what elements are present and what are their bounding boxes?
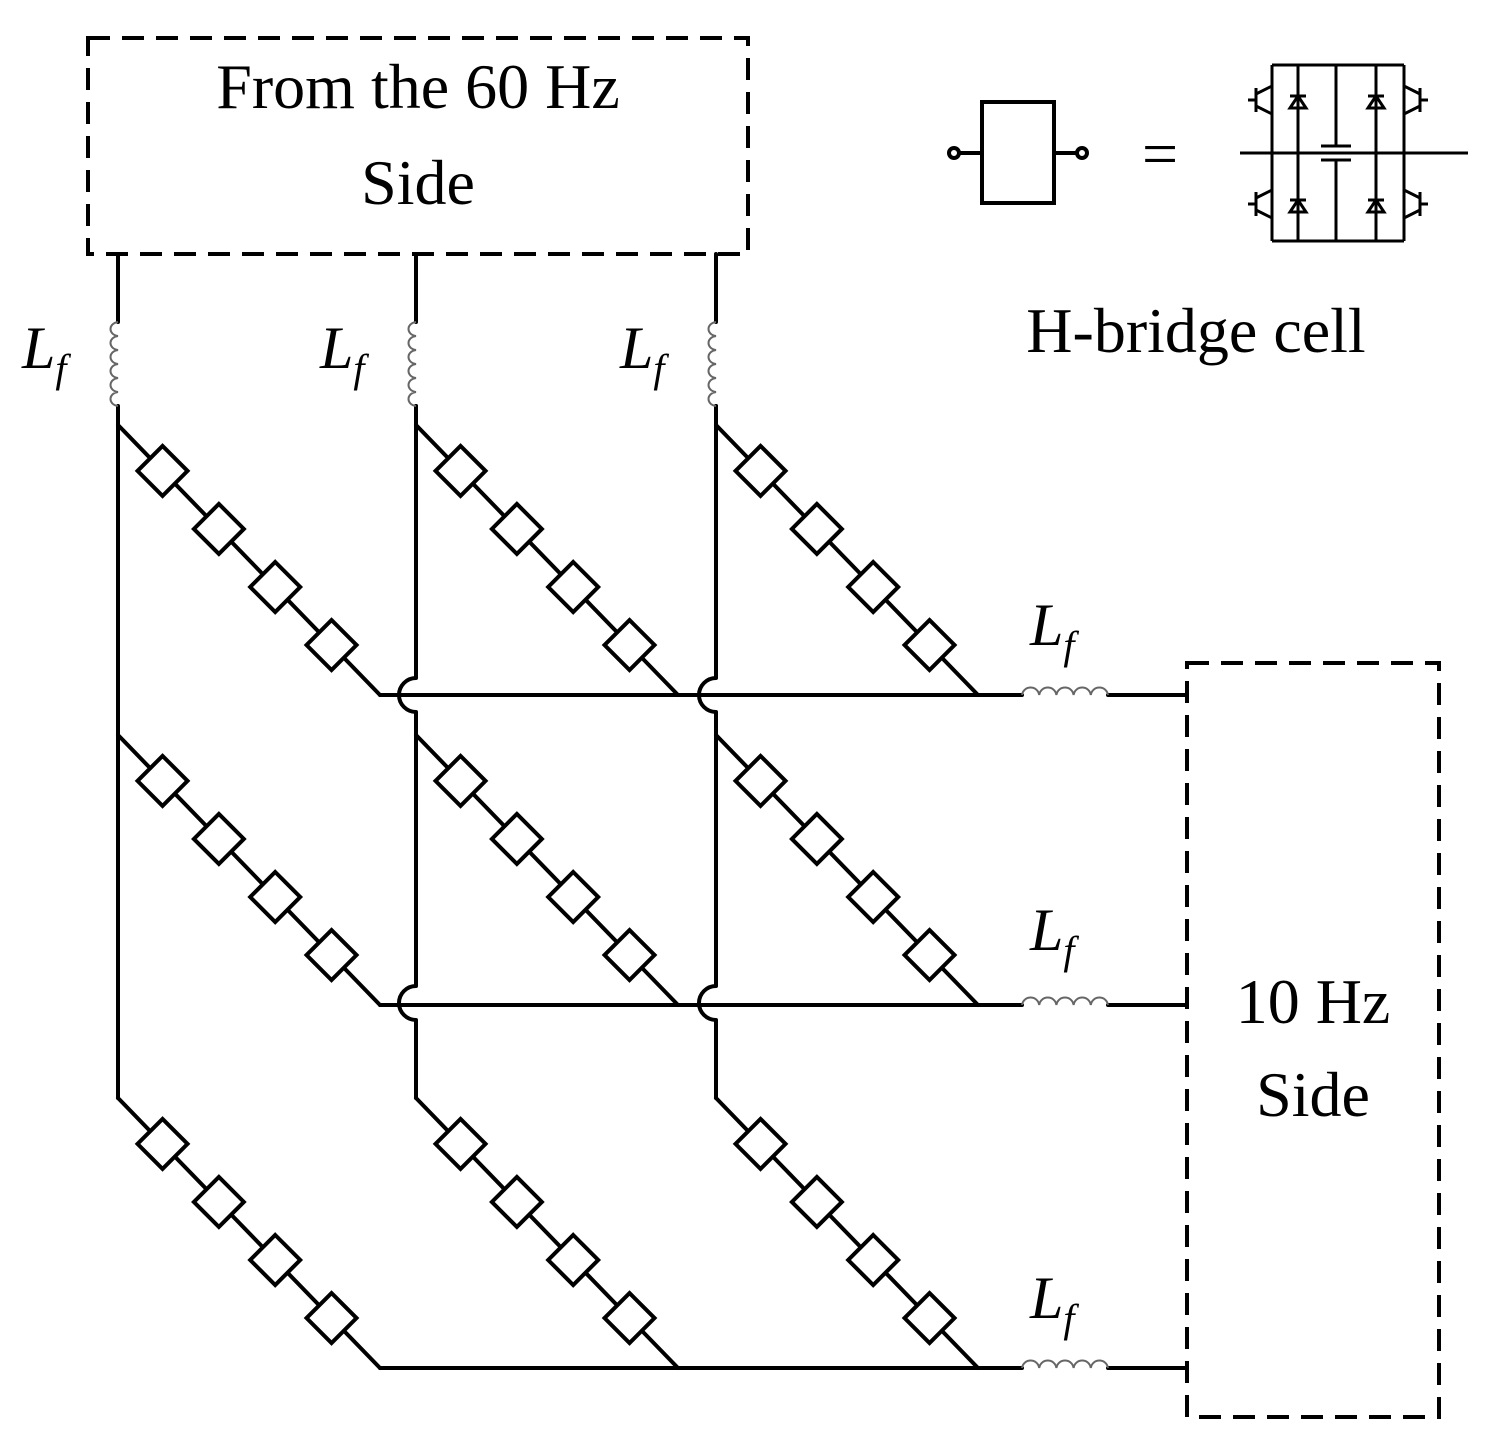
inductor-label-row1: Lf xyxy=(1029,592,1079,668)
inductor xyxy=(1021,996,1109,1006)
h-bridge-cell xyxy=(845,869,902,925)
filter-inductors xyxy=(109,321,1109,1369)
equals-sign: = xyxy=(1142,118,1178,189)
inductor-label-col2: Lf xyxy=(319,315,369,391)
h-bridge-cell xyxy=(789,811,845,867)
h-bridge-cell xyxy=(247,1232,304,1288)
h-bridge-circuit xyxy=(1240,63,1468,243)
h-bridge-cell xyxy=(601,927,658,983)
h-bridge-cell xyxy=(303,1290,360,1346)
h-bridge-cell xyxy=(601,1290,658,1346)
h-bridge-cell xyxy=(303,617,360,673)
h-bridge-cell xyxy=(901,617,958,673)
h-bridge-cell xyxy=(545,559,602,615)
circuit-wires xyxy=(116,252,1189,1370)
inductor-label-col3: Lf xyxy=(619,315,669,391)
h-bridge-cell xyxy=(489,1174,545,1230)
h-bridge-cell xyxy=(789,501,845,557)
h-bridge-cell xyxy=(191,1174,247,1230)
h-bridge-cell xyxy=(432,443,489,499)
inductor xyxy=(109,321,119,407)
h-bridge-cell xyxy=(134,1116,191,1172)
inductor xyxy=(707,321,717,407)
h-bridge-caption: H-bridge cell xyxy=(1026,295,1365,366)
h-bridge-cell xyxy=(432,753,489,809)
h-bridge-cell xyxy=(545,869,602,925)
cell-symbol xyxy=(947,100,1089,205)
input-box-title-line1: From the 60 Hz xyxy=(216,51,620,122)
h-bridge-legend: = xyxy=(947,63,1468,366)
inductor xyxy=(407,321,417,407)
inductor xyxy=(1021,1359,1109,1369)
output-box-title-line1: 10 Hz xyxy=(1236,966,1391,1037)
h-bridge-cell xyxy=(732,1116,789,1172)
inductor-label-row3: Lf xyxy=(1029,1265,1079,1341)
h-bridge-cell xyxy=(901,1290,958,1346)
h-bridge-cell xyxy=(845,1232,902,1288)
h-bridge-cell xyxy=(545,1232,602,1288)
h-bridge-cell xyxy=(303,927,360,983)
output-box-title-line2: Side xyxy=(1256,1059,1370,1130)
h-bridge-cell xyxy=(134,443,191,499)
h-bridge-cell xyxy=(247,559,304,615)
input-box-title-line2: Side xyxy=(361,147,475,218)
h-bridge-cell xyxy=(134,753,191,809)
branch-cells xyxy=(134,443,958,1346)
inductor xyxy=(1021,686,1109,696)
h-bridge-cell xyxy=(789,1174,845,1230)
h-bridge-cell xyxy=(489,501,545,557)
h-bridge-cell xyxy=(901,927,958,983)
h-bridge-cell xyxy=(732,753,789,809)
h-bridge-cell xyxy=(601,617,658,673)
inductor-label-row2: Lf xyxy=(1029,897,1079,973)
inductor-label-col1: Lf xyxy=(21,315,71,391)
h-bridge-cell xyxy=(432,1116,489,1172)
output-side-box xyxy=(1185,661,1441,1419)
h-bridge-cell xyxy=(845,559,902,615)
h-bridge-cell xyxy=(191,811,247,867)
h-bridge-cell xyxy=(191,501,247,557)
h-bridge-cell xyxy=(732,443,789,499)
h-bridge-cell xyxy=(489,811,545,867)
h-bridge-cell xyxy=(247,869,304,925)
